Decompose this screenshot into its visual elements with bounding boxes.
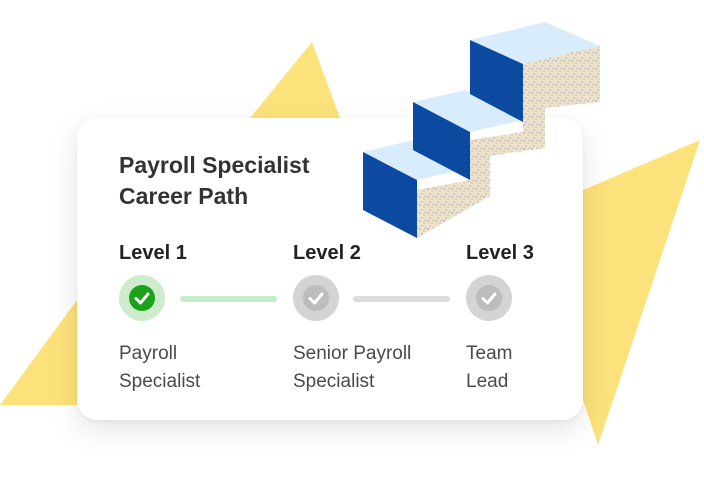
- level-2-role-line2: Specialist: [293, 371, 375, 392]
- stairs-side: [417, 46, 600, 238]
- step-3-front: [470, 40, 523, 122]
- level-1-role: Payroll Specialist: [119, 340, 269, 396]
- card-title-line2: Career Path: [119, 183, 249, 209]
- step-1-top: [363, 140, 470, 180]
- step-2-top: [413, 90, 523, 132]
- level-3-role-line1: Team: [466, 343, 513, 364]
- level-1-role-line2: Specialist: [119, 371, 201, 392]
- level-1-status: [119, 275, 165, 321]
- yellow-triangle-right: [560, 140, 700, 445]
- level-3-role-line2: Lead: [466, 371, 509, 392]
- step-3-top: [470, 22, 600, 64]
- step-1-front: [363, 152, 417, 238]
- stairs-illustration: [363, 22, 600, 238]
- level-1-label: Level 1: [119, 242, 187, 264]
- check-icon: [134, 292, 150, 305]
- level-3-status: [466, 275, 512, 321]
- card-title-line1: Payroll Specialist: [119, 152, 310, 178]
- level-3-role: Team Lead: [466, 340, 616, 396]
- check-icon: [308, 292, 324, 305]
- level-1-role-line1: Payroll: [119, 343, 178, 364]
- level-2-role: Senior Payroll Specialist: [293, 340, 443, 396]
- step-2-front: [413, 102, 470, 180]
- card-title: Payroll Specialist Career Path: [119, 150, 379, 212]
- level-3-label: Level 3: [466, 242, 534, 264]
- yellow-triangle-left: [0, 300, 77, 405]
- check-icon: [481, 292, 497, 305]
- level-2-label: Level 2: [293, 242, 361, 264]
- connector-2-3: [353, 296, 450, 302]
- connector-1-2: [180, 296, 277, 302]
- level-2-status: [293, 275, 339, 321]
- career-path-card: Payroll Specialist Career Path Level 1 P…: [77, 118, 583, 420]
- level-2-role-line1: Senior Payroll: [293, 343, 412, 364]
- yellow-triangle-top: [250, 42, 340, 118]
